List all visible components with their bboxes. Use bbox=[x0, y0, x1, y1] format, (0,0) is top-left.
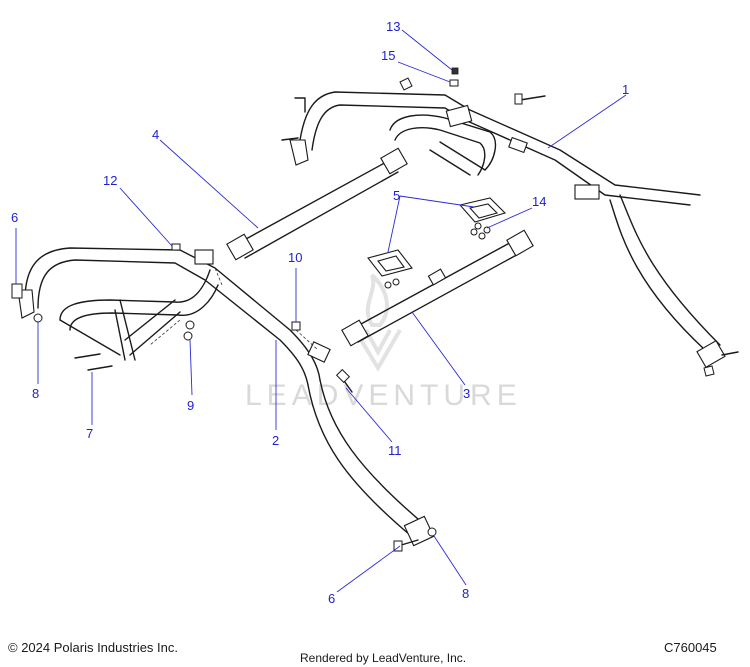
callout-8-lower: 8 bbox=[462, 586, 469, 601]
callout-13: 13 bbox=[386, 19, 400, 34]
callouts: 1 2 3 4 5 6 6 7 8 8 9 10 11 12 13 14 15 bbox=[11, 19, 629, 606]
callout-10: 10 bbox=[288, 250, 302, 265]
watermark-text: LEADVENTURE bbox=[245, 379, 522, 412]
leader-lines bbox=[15, 29, 627, 593]
callout-6-left: 6 bbox=[11, 210, 18, 225]
callout-4: 4 bbox=[152, 127, 159, 142]
callout-7: 7 bbox=[86, 426, 93, 441]
clamp-blocks bbox=[367, 197, 507, 277]
rear-cage-frame bbox=[289, 91, 726, 369]
callout-9: 9 bbox=[187, 398, 194, 413]
callout-1: 1 bbox=[622, 82, 629, 97]
callout-5: 5 bbox=[393, 188, 400, 203]
figure-code: C760045 bbox=[664, 640, 717, 655]
watermark: LEADVENTURE bbox=[245, 273, 522, 412]
callout-2: 2 bbox=[272, 433, 279, 448]
callout-6-lower: 6 bbox=[328, 591, 335, 606]
rendered-by-text: Rendered by LeadVenture, Inc. bbox=[300, 651, 467, 665]
cross-tube-rear bbox=[341, 229, 534, 347]
callout-12: 12 bbox=[103, 173, 117, 188]
callout-15: 15 bbox=[381, 48, 395, 63]
callout-8-left: 8 bbox=[32, 386, 39, 401]
watermark-flame-icon bbox=[365, 273, 389, 327]
callout-11: 11 bbox=[388, 443, 402, 458]
watermark-logo-icon bbox=[353, 328, 402, 372]
cross-tube-front bbox=[226, 147, 408, 261]
callout-14: 14 bbox=[532, 194, 546, 209]
callout-3: 3 bbox=[463, 386, 470, 401]
copyright-text: © 2024 Polaris Industries Inc. bbox=[8, 640, 178, 655]
hardware bbox=[11, 67, 739, 552]
